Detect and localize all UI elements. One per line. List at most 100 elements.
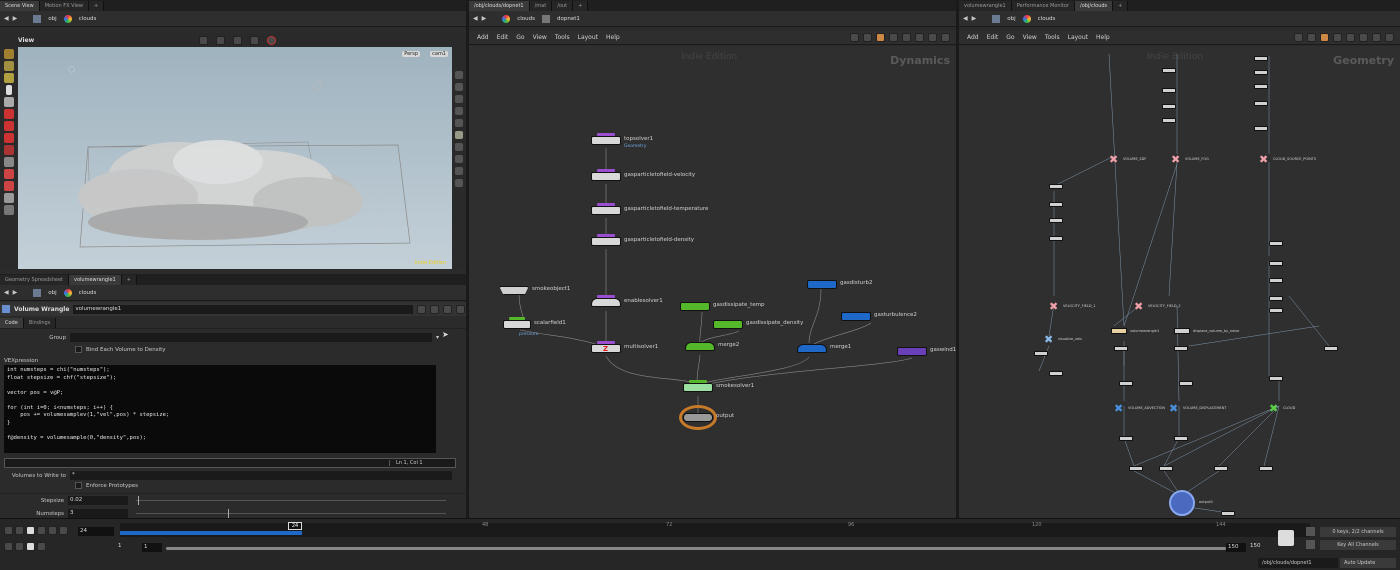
- sop-node[interactable]: [1159, 466, 1173, 471]
- node-body[interactable]: [591, 298, 621, 307]
- paint-tool-icon[interactable]: [4, 193, 14, 203]
- current-frame-field[interactable]: 24: [78, 527, 114, 536]
- 3d-viewport[interactable]: ⬡ Persp cam1 Indie Edition: [18, 47, 452, 269]
- node-name-field[interactable]: volumewrangle1: [73, 304, 414, 314]
- back-icon[interactable]: ◀: [963, 15, 968, 22]
- normal-display-icon[interactable]: [455, 155, 463, 163]
- bind-checkbox[interactable]: [75, 346, 82, 353]
- tab-volumewrangle1[interactable]: volumewrangle1: [959, 1, 1012, 11]
- menu-view[interactable]: View: [532, 34, 547, 41]
- sop-node[interactable]: [1049, 371, 1063, 376]
- play-icon[interactable]: [37, 526, 46, 535]
- grid-icon[interactable]: [863, 33, 872, 42]
- sop-node[interactable]: [1162, 118, 1176, 123]
- sop-null-cloud_points[interactable]: ✖CLOUD_SOURCE_POINTS: [1259, 154, 1316, 165]
- menu-view[interactable]: View: [1022, 34, 1037, 41]
- move-tool-icon[interactable]: [4, 61, 14, 71]
- tab-motion-fx-view[interactable]: Motion FX View: [39, 1, 89, 11]
- node-body[interactable]: [683, 413, 713, 422]
- tab-out[interactable]: /out: [552, 1, 574, 11]
- sop-node[interactable]: [1162, 104, 1176, 109]
- tab-scene-view[interactable]: Scene View: [0, 1, 40, 11]
- sop-node[interactable]: [1259, 466, 1273, 471]
- visibility-icon[interactable]: [4, 205, 14, 215]
- sop-node[interactable]: [1174, 436, 1188, 441]
- background-icon[interactable]: [455, 119, 463, 127]
- sop-node[interactable]: [1049, 236, 1063, 241]
- menu-edit[interactable]: Edit: [986, 34, 999, 41]
- range-start-field[interactable]: 1: [118, 543, 122, 549]
- loop-icon[interactable]: [37, 542, 46, 551]
- group-field[interactable]: [70, 333, 432, 342]
- camera-select[interactable]: cam1: [430, 51, 448, 57]
- add-tab-button[interactable]: +: [573, 1, 589, 11]
- sop-node[interactable]: [1179, 381, 1193, 386]
- playhead[interactable]: 24: [288, 522, 302, 530]
- sop-node[interactable]: [1049, 218, 1063, 223]
- tab-code[interactable]: Code: [0, 318, 24, 328]
- range-lock-icon[interactable]: [4, 542, 13, 551]
- node-body[interactable]: [713, 320, 743, 329]
- grid-icon[interactable]: [455, 167, 463, 175]
- forward-icon[interactable]: ▶: [971, 15, 977, 22]
- lock-icon[interactable]: [4, 97, 14, 107]
- menu-go[interactable]: Go: [1006, 34, 1015, 41]
- light-tool-icon[interactable]: [233, 35, 242, 45]
- sop-node[interactable]: [1269, 308, 1283, 313]
- scale-tool-icon[interactable]: [4, 133, 14, 143]
- node-body[interactable]: [591, 172, 621, 181]
- sop-node[interactable]: [1119, 381, 1133, 386]
- numsteps-slider[interactable]: [136, 509, 446, 518]
- sop-node[interactable]: [1049, 202, 1063, 207]
- menu-go[interactable]: Go: [516, 34, 525, 41]
- menu-layout[interactable]: Layout: [577, 34, 599, 41]
- path-level[interactable]: obj: [48, 15, 57, 22]
- light-bulb-icon[interactable]: [455, 131, 463, 139]
- snap-tool-icon[interactable]: [216, 35, 225, 45]
- menu-layout[interactable]: Layout: [1067, 34, 1089, 41]
- sop-output-node[interactable]: output0: [1169, 490, 1213, 516]
- back-icon[interactable]: ◀: [4, 289, 9, 296]
- arrow-tool-icon[interactable]: [6, 85, 12, 95]
- handle-tool-icon[interactable]: [4, 145, 14, 155]
- enforce-checkbox[interactable]: [75, 482, 82, 489]
- path-level[interactable]: clouds: [517, 15, 536, 22]
- stop-icon[interactable]: [26, 526, 35, 535]
- menu-tools[interactable]: Tools: [554, 34, 570, 41]
- menu-add[interactable]: Add: [477, 34, 489, 41]
- point-display-icon[interactable]: [455, 143, 463, 151]
- sop-null-cloud[interactable]: ✖CLOUD: [1269, 403, 1295, 414]
- display-options-icon[interactable]: [455, 71, 463, 79]
- stepsize-field[interactable]: 0.02: [68, 496, 128, 505]
- snap-icon[interactable]: [455, 179, 463, 187]
- sop-node-displace_volume[interactable]: displace_volume_by_noise: [1174, 328, 1239, 334]
- view-cam-icon[interactable]: [4, 157, 14, 167]
- camera-tools[interactable]: [199, 35, 276, 45]
- node-body[interactable]: [591, 237, 621, 246]
- keys-channels-label[interactable]: 0 keys, 2/2 channels: [1320, 527, 1396, 537]
- group-dropdown-icon[interactable]: ▾: [436, 334, 440, 341]
- ghost-icon[interactable]: [455, 107, 463, 115]
- vex-code-editor[interactable]: int numsteps = chi("numsteps");float ste…: [4, 365, 436, 453]
- translate-tool-icon[interactable]: [4, 109, 14, 119]
- pose-tool-icon[interactable]: [4, 73, 14, 83]
- node-body[interactable]: [503, 320, 531, 329]
- sop-node[interactable]: [1162, 88, 1176, 93]
- forward-icon[interactable]: ▶: [481, 15, 487, 22]
- node-body[interactable]: [591, 206, 621, 215]
- stepsize-slider[interactable]: [136, 496, 446, 505]
- add-tab-button[interactable]: +: [89, 1, 105, 11]
- sop-null-velocity_field_1[interactable]: ✖VELOCITY_FIELD_1: [1049, 301, 1096, 312]
- tab-geometry-spreadsheet[interactable]: Geometry Spreadsheet: [0, 275, 70, 285]
- camera-menu[interactable]: Persp: [402, 51, 420, 57]
- search-icon[interactable]: [928, 33, 937, 42]
- sculpt-tool-icon[interactable]: [4, 181, 14, 191]
- add-tab-button[interactable]: +: [1113, 1, 1129, 11]
- jump-end-icon[interactable]: [59, 526, 68, 535]
- tab-dopnet1[interactable]: /obj/clouds/dopnet1: [469, 1, 530, 11]
- sop-node-volumewrangle1[interactable]: volumewrangle1: [1111, 328, 1159, 334]
- jump-start-icon[interactable]: [4, 526, 13, 535]
- menu-help[interactable]: Help: [1096, 34, 1110, 41]
- back-icon[interactable]: ◀: [473, 15, 478, 22]
